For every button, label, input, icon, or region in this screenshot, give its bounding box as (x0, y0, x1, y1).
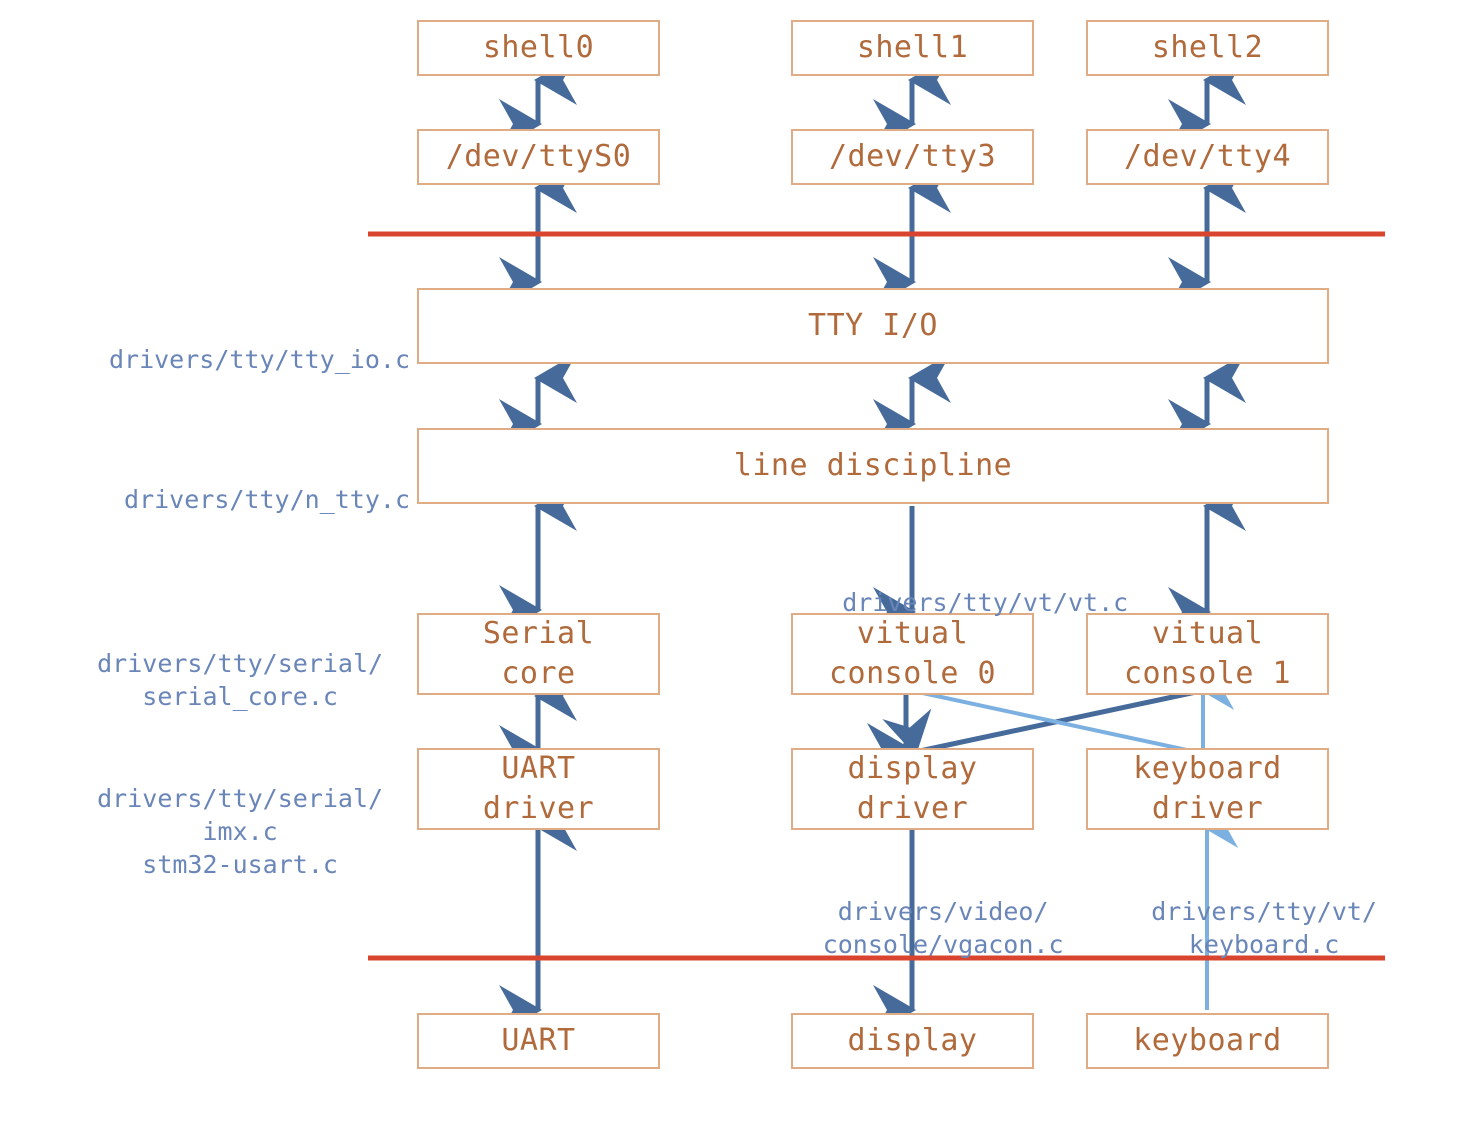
node-dev-tty4-line-0: /dev/tty4 (1123, 138, 1292, 174)
node-serial-core-line-0: Serial (482, 615, 595, 651)
node-vitual-console-0[interactable]: vitual console 0 (791, 613, 1034, 695)
node-shell2-line-0: shell2 (1151, 29, 1264, 65)
source-label-tty-io-c: drivers/tty/tty_io.c (10, 310, 410, 409)
node-display-driver-line-1: driver (856, 791, 969, 826)
node-line-discipline-line-0: line discipline (733, 447, 1013, 483)
node-shell0[interactable]: shell0 (417, 20, 660, 76)
source-label-keyboard-c: drivers/tty/vt/ keyboard.c (1084, 862, 1384, 994)
source-label-vgacon-c: drivers/video/ console/vgacon.c (758, 862, 1068, 994)
node-uart-line-0: UART (501, 1022, 576, 1058)
source-label-imx-c-line-0: drivers/tty/serial/ (97, 784, 384, 813)
source-label-n-tty-c-line-0: drivers/tty/n_tty.c (124, 485, 410, 514)
node-tty-io-line-0: TTY I/O (808, 307, 938, 343)
node-vitual-console-1-line-0: vitual (1151, 615, 1264, 651)
node-shell1-line-0: shell1 (856, 29, 969, 65)
node-keyboard-driver[interactable]: keyboard driver (1086, 748, 1329, 830)
node-dev-ttyS0-line-0: /dev/ttyS0 (445, 138, 632, 174)
source-label-vt-c-line-0: drivers/tty/vt/vt.c (842, 588, 1129, 617)
node-uart[interactable]: UART (417, 1013, 660, 1069)
node-dev-tty4[interactable]: /dev/tty4 (1086, 129, 1329, 185)
node-uart-driver-line-0: UART (501, 750, 576, 786)
node-line-discipline[interactable]: line discipline (417, 428, 1329, 504)
source-label-serial-core-c-line-1: serial_core.c (142, 682, 338, 711)
node-display-driver-line-0: display (847, 750, 978, 786)
node-shell1[interactable]: shell1 (791, 20, 1034, 76)
node-keyboard[interactable]: keyboard (1086, 1013, 1329, 1069)
node-keyboard-line-0: keyboard (1133, 1022, 1282, 1058)
node-display-line-0: display (847, 1022, 978, 1058)
source-label-vgacon-c-line-0: drivers/video/ (837, 897, 1049, 926)
source-label-keyboard-c-line-1: keyboard.c (1188, 930, 1340, 959)
node-display-driver[interactable]: display driver (791, 748, 1034, 830)
node-shell0-line-0: shell0 (482, 29, 595, 65)
node-display[interactable]: display (791, 1013, 1034, 1069)
node-vitual-console-1[interactable]: vitual console 1 (1086, 613, 1329, 695)
node-serial-core-line-1: core (501, 656, 576, 691)
node-serial-core[interactable]: Serial core (417, 613, 660, 695)
node-dev-tty3[interactable]: /dev/tty3 (791, 129, 1034, 185)
source-label-imx-c-line-2: stm32-usart.c (142, 850, 338, 879)
node-uart-driver[interactable]: UART driver (417, 748, 660, 830)
source-label-tty-io-c-line-0: drivers/tty/tty_io.c (108, 345, 410, 374)
node-shell2[interactable]: shell2 (1086, 20, 1329, 76)
node-uart-driver-line-1: driver (482, 791, 595, 826)
source-label-serial-core-c-line-0: drivers/tty/serial/ (97, 649, 384, 678)
source-label-vgacon-c-line-1: console/vgacon.c (822, 930, 1064, 959)
node-vitual-console-1-line-1: console 1 (1123, 656, 1292, 691)
source-label-serial-core-c: drivers/tty/serial/ serial_core.c (10, 614, 410, 746)
source-label-imx-c: drivers/tty/serial/ imx.c stm32-usart.c (10, 749, 410, 914)
node-vitual-console-0-line-1: console 0 (828, 656, 997, 691)
source-label-n-tty-c: drivers/tty/n_tty.c (10, 450, 410, 549)
node-tty-io[interactable]: TTY I/O (417, 288, 1329, 364)
source-label-imx-c-line-1: imx.c (202, 817, 278, 846)
node-vitual-console-0-line-0: vitual (856, 615, 969, 651)
node-keyboard-driver-line-1: driver (1151, 791, 1264, 826)
node-dev-tty3-line-0: /dev/tty3 (828, 138, 997, 174)
node-dev-ttyS0[interactable]: /dev/ttyS0 (417, 129, 660, 185)
source-label-keyboard-c-line-0: drivers/tty/vt/ (1151, 897, 1377, 926)
source-label-vt-c: drivers/tty/vt/vt.c (782, 553, 1202, 652)
node-keyboard-driver-line-0: keyboard (1133, 750, 1282, 786)
